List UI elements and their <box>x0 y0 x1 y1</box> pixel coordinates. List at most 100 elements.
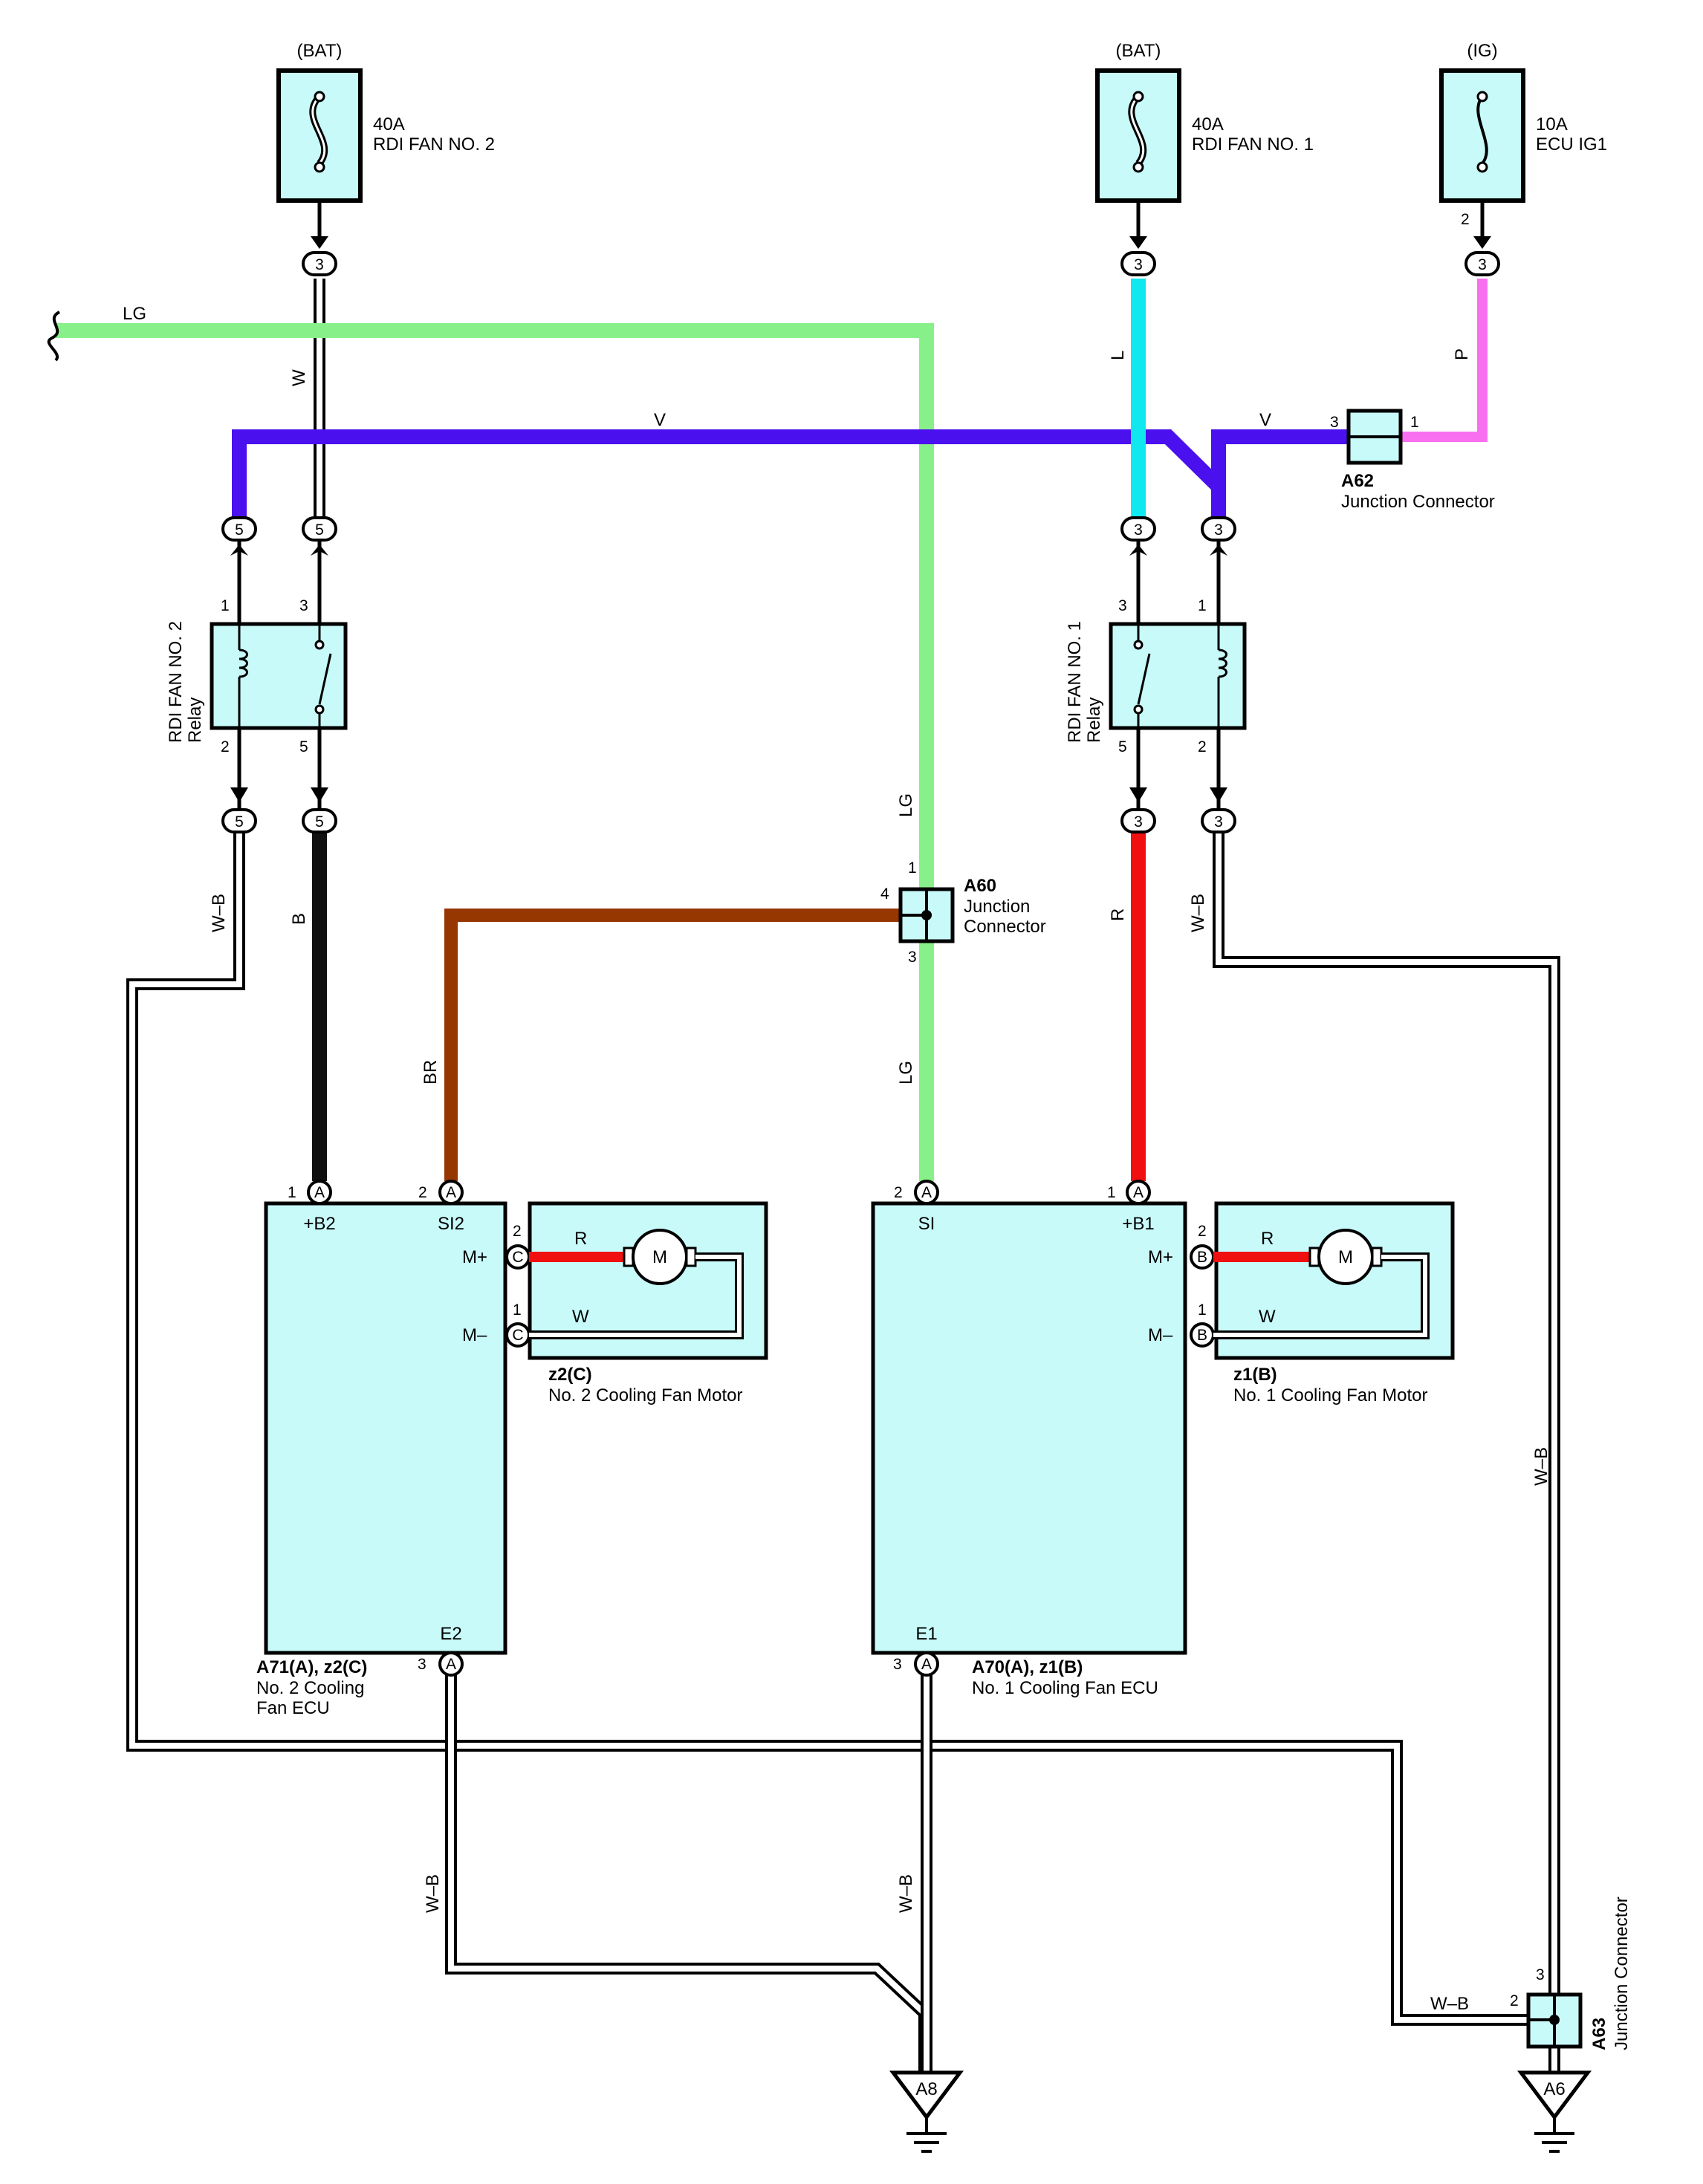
relay-name: RDI FAN NO. 1 <box>1065 621 1085 743</box>
terminal-label: M– <box>1148 1325 1173 1345</box>
terminal-label: SI2 <box>438 1214 464 1234</box>
pin-number: 2 <box>1198 738 1207 755</box>
fuse-ecu-ig1: (IG) 10A ECU IG1 2 <box>1439 41 1607 249</box>
terminal-label: E1 <box>915 1624 937 1644</box>
relay-connectors: 5 5 3 3 5 5 3 3 <box>221 516 1236 833</box>
pin-number: 1 <box>513 1301 522 1319</box>
wire-label-wb: W–B <box>209 894 229 932</box>
motor-name: No. 1 Cooling Fan Motor <box>1233 1385 1427 1405</box>
connector-pin: 5 <box>235 521 244 539</box>
terminal-label: SI <box>918 1214 935 1234</box>
wire-label-l: L <box>1108 351 1128 360</box>
motor-symbol: M <box>1338 1247 1353 1267</box>
pin-letter: B <box>1197 1327 1207 1344</box>
fuse-source: (BAT) <box>297 41 343 61</box>
wire-label-w: W <box>572 1307 589 1327</box>
wire-label-wb: W–B <box>423 1874 443 1913</box>
connector-id: A60 <box>964 876 996 896</box>
pin-number: 2 <box>894 1184 903 1201</box>
wire-label-wb: W–B <box>1430 1994 1469 2014</box>
pin-number: 2 <box>221 738 230 755</box>
pin-number: 4 <box>880 885 889 903</box>
wire-label-v: V <box>1259 410 1271 430</box>
wire-label-r: R <box>1108 909 1128 921</box>
wire-v-a62 <box>1211 429 1349 520</box>
terminal-label: M– <box>462 1325 487 1345</box>
wire-label-r: R <box>1261 1229 1274 1249</box>
pin-number: 2 <box>1461 211 1470 228</box>
motor-symbol: M <box>652 1247 667 1267</box>
pin-number: 3 <box>1118 597 1127 614</box>
cooling-fan-motor-2: M R W z2(C) No. 2 Cooling Fan Motor <box>528 1201 768 1405</box>
ground-a6: A6 <box>1517 2070 1592 2153</box>
connector-pin: 3 <box>1478 256 1487 273</box>
connector-label: Connector <box>964 917 1046 937</box>
terminal-label: M+ <box>1148 1247 1173 1267</box>
fuse-amperage: 40A <box>373 114 405 134</box>
wire-label-v: V <box>654 410 666 430</box>
fuse-rdi-fan-2: (BAT) 40A RDI FAN NO. 2 <box>276 41 495 249</box>
wire-labels: LG W V V L P LG LG W–B B BR R W–B W–B W–… <box>123 304 1551 2014</box>
wire-break-symbol <box>47 311 61 362</box>
ground-id: A6 <box>1543 2079 1565 2099</box>
wire-label-wb: W–B <box>1531 1447 1551 1486</box>
pin-number: 3 <box>418 1656 426 1673</box>
terminal-label: +B1 <box>1122 1214 1154 1234</box>
pin-letter: B <box>1197 1249 1207 1266</box>
relay-name: RDI FAN NO. 2 <box>166 621 186 743</box>
wire-v <box>232 429 1226 520</box>
white-black-wires <box>126 279 1560 2073</box>
fuse-name: ECU IG1 <box>1536 134 1607 155</box>
ecu-id: A71(A), z2(C) <box>256 1657 367 1677</box>
pin-number: 2 <box>1510 1992 1519 2009</box>
ground-id: A8 <box>915 2079 937 2099</box>
fuse-rdi-fan-1: (BAT) 40A RDI FAN NO. 1 <box>1095 41 1314 249</box>
ecu-name: Fan ECU <box>256 1698 330 1718</box>
pin-letter: C <box>512 1327 523 1344</box>
pin-number: 1 <box>1198 1301 1207 1319</box>
wire-br <box>444 909 903 1181</box>
terminal-label: +B2 <box>303 1214 335 1234</box>
pin-number: 2 <box>513 1223 522 1240</box>
cooling-fan-ecu-2: A 1 A 2 +B2 SI2 C 2 M+ C 1 M– E2 A 3 A71… <box>256 1180 531 1718</box>
pin-number: 1 <box>908 859 917 877</box>
motor-id: z1(B) <box>1233 1365 1277 1385</box>
relay-rdi-fan-1: 3 1 5 2 RDI FAN NO. 1 Relay <box>1065 540 1247 810</box>
ecu-name: No. 1 Cooling Fan ECU <box>972 1678 1158 1698</box>
connector-pin: 5 <box>315 813 324 831</box>
wire-label-lg: LG <box>896 793 916 817</box>
wire-label-br: BR <box>421 1060 441 1085</box>
pin-letter: A <box>446 1656 456 1673</box>
connector-pin: 3 <box>1134 813 1143 831</box>
junction-connector-a62: 3 1 A62 Junction Connector <box>1330 409 1495 512</box>
connector-label: Junction Connector <box>1612 1897 1632 2050</box>
pin-letter: A <box>921 1184 932 1201</box>
terminal-label: E2 <box>440 1624 461 1644</box>
connector-label: Junction Connector <box>1341 492 1495 512</box>
connector-pin: 3 <box>1214 813 1223 831</box>
relay-type: Relay <box>185 698 205 743</box>
motor-name: No. 2 Cooling Fan Motor <box>548 1385 742 1405</box>
pin-number: 2 <box>1198 1223 1207 1240</box>
wire-wb-relay1-to-a63 <box>1213 825 1560 1998</box>
pin-letter: A <box>1133 1184 1144 1201</box>
connector-pin: 5 <box>235 813 244 831</box>
pin-number: 1 <box>1410 414 1419 431</box>
wire-label-b: B <box>289 913 309 925</box>
pin-number: 1 <box>288 1184 296 1201</box>
fuse-amperage: 40A <box>1192 114 1224 134</box>
fuse-name: RDI FAN NO. 2 <box>373 134 495 155</box>
pin-number: 5 <box>299 738 308 755</box>
pin-number: 5 <box>1118 738 1127 755</box>
top-connector-row: 3 3 3 <box>302 251 1500 276</box>
pin-letter: A <box>921 1656 932 1673</box>
pin-number: 3 <box>1536 1966 1545 1983</box>
wire-label-wb: W–B <box>896 1874 916 1913</box>
wire-label-lg: LG <box>896 1061 916 1085</box>
motor-id: z2(C) <box>548 1365 592 1385</box>
wire-label-p: P <box>1452 348 1472 360</box>
fuse-amperage: 10A <box>1536 114 1568 134</box>
ecu-id: A70(A), z1(B) <box>972 1657 1083 1677</box>
wire-label-lg: LG <box>123 304 146 324</box>
